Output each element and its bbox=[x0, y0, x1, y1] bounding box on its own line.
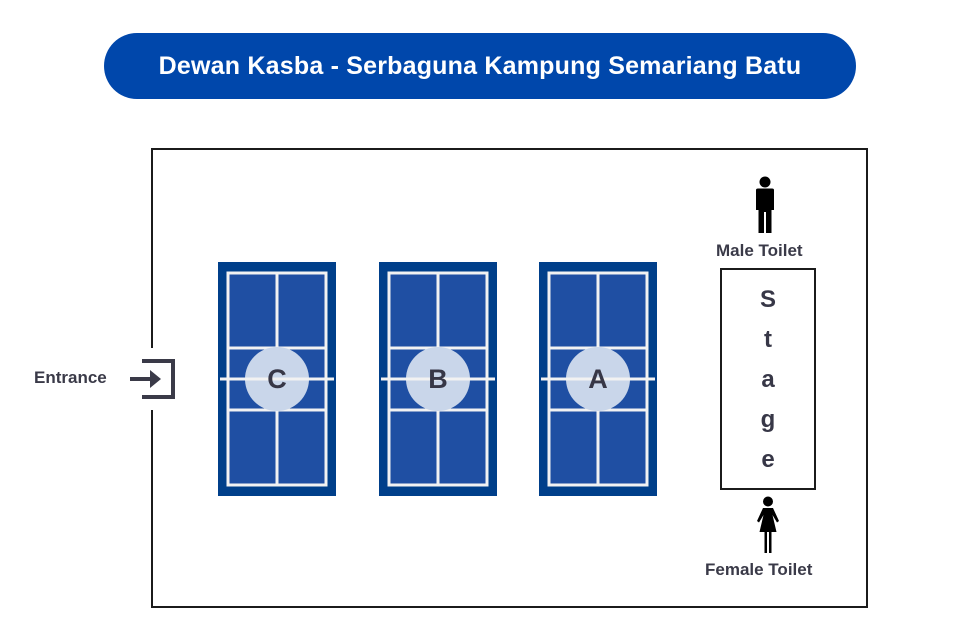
male-toilet-label: Male Toilet bbox=[716, 241, 803, 260]
entrance-label: Entrance bbox=[34, 368, 107, 387]
court-label: C bbox=[267, 364, 287, 394]
court-label: A bbox=[588, 364, 608, 394]
stage-letter: S bbox=[759, 286, 776, 313]
male-person-icon bbox=[756, 176, 774, 233]
stage: S t a g e bbox=[720, 268, 816, 490]
stage-letter: t bbox=[764, 326, 772, 353]
court-lines bbox=[541, 271, 655, 487]
page-title: Dewan Kasba - Serbaguna Kampung Semarian… bbox=[158, 51, 802, 80]
login-arrow-icon bbox=[130, 359, 175, 399]
court-b: B bbox=[379, 262, 497, 496]
female-person-icon bbox=[757, 496, 779, 553]
stage-letter: e bbox=[761, 446, 775, 473]
court-c: C bbox=[218, 262, 336, 496]
court-a: A bbox=[539, 262, 657, 496]
female-toilet-label: Female Toilet bbox=[705, 560, 813, 579]
court-lines bbox=[381, 271, 495, 487]
title-banner: Dewan Kasba - Serbaguna Kampung Semarian… bbox=[104, 33, 856, 99]
court-label: B bbox=[428, 364, 448, 394]
court-lines bbox=[220, 271, 334, 487]
stage-letter: a bbox=[761, 366, 775, 393]
stage-letter: g bbox=[760, 406, 776, 433]
